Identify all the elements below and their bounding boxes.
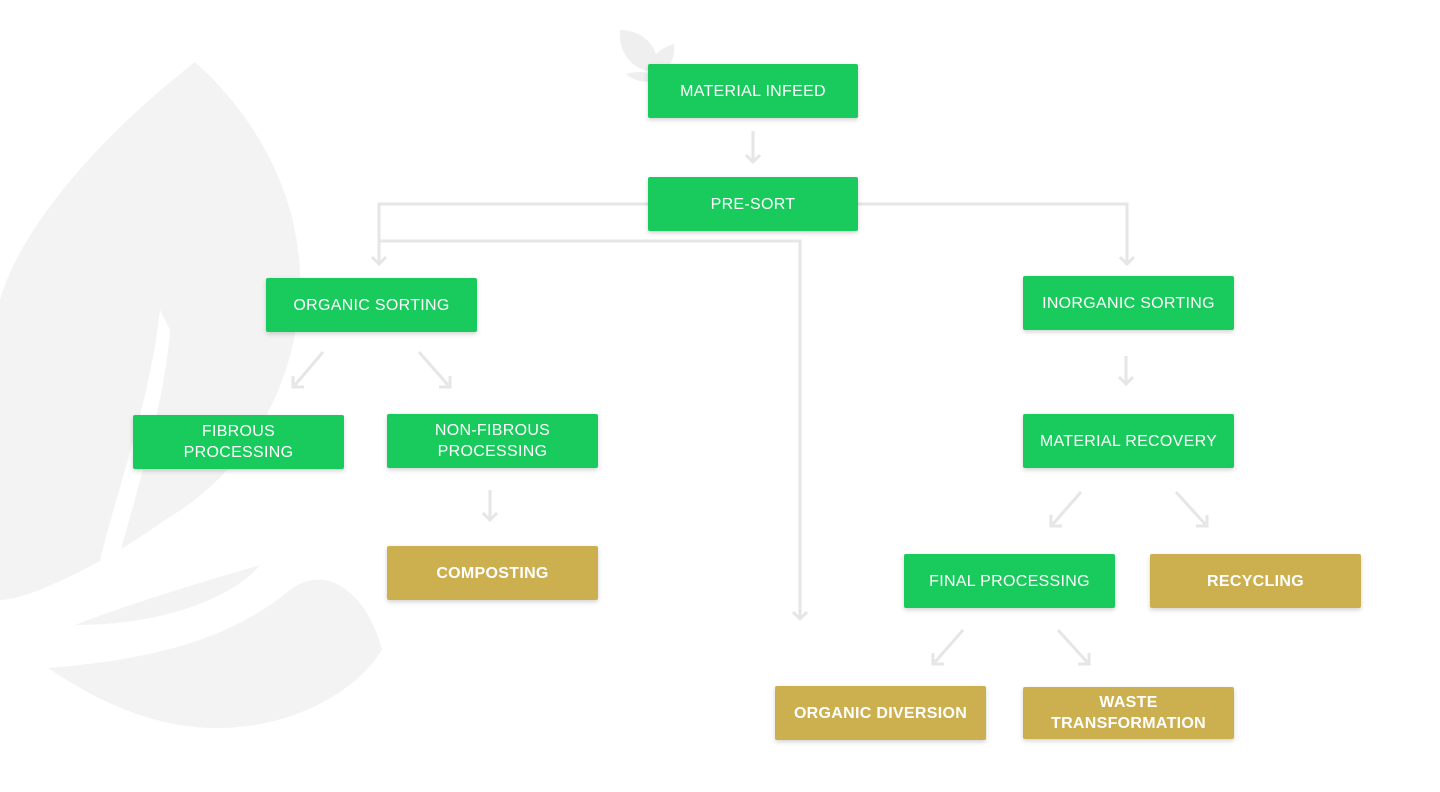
node-material-infeed: MATERIAL INFEED xyxy=(648,64,858,118)
node-label: PRE-SORT xyxy=(710,195,796,213)
node-label: FIBROUS PROCESSING xyxy=(183,423,294,461)
connector-recovery-final xyxy=(1051,491,1083,525)
node-fibrous-processing: FIBROUS PROCESSING xyxy=(133,415,344,469)
node-inorganic-sorting: INORGANIC SORTING xyxy=(1023,276,1234,330)
node-label: NON-FIBROUS PROCESSING xyxy=(434,422,551,460)
node-label: FINAL PROCESSING xyxy=(929,572,1090,590)
connector-presort-diversion xyxy=(379,239,802,617)
node-organic-sorting: ORGANIC SORTING xyxy=(266,278,477,332)
connector-final-diversion xyxy=(933,629,965,663)
node-label: ORGANIC DIVERSION xyxy=(793,704,968,722)
node-composting: COMPOSTING xyxy=(387,546,598,600)
node-label: WASTE TRANSFORMATION xyxy=(1051,694,1206,732)
node-label: MATERIAL INFEED xyxy=(680,82,826,100)
node-pre-sort: PRE-SORT xyxy=(648,177,858,231)
node-label: MATERIAL RECOVERY xyxy=(1039,432,1218,450)
node-label: INORGANIC SORTING xyxy=(1042,294,1215,312)
node-waste-transformation: WASTE TRANSFORMATION xyxy=(1023,687,1234,739)
node-material-recovery: MATERIAL RECOVERY xyxy=(1023,414,1234,468)
connector-recovery-recycling xyxy=(1174,490,1207,526)
node-final-processing: FINAL PROCESSING xyxy=(904,554,1115,608)
connector-presort-inorganic xyxy=(858,202,1129,262)
node-label: COMPOSTING xyxy=(436,564,549,582)
connector-presort-organic xyxy=(377,202,648,262)
node-label: RECYCLING xyxy=(1207,572,1304,590)
connector-organic-nonfibrous xyxy=(417,351,450,386)
node-recycling: RECYCLING xyxy=(1150,554,1361,608)
node-organic-diversion: ORGANIC DIVERSION xyxy=(775,686,986,740)
connector-final-waste xyxy=(1056,628,1089,664)
connector-organic-fibrous xyxy=(293,351,325,386)
node-label: ORGANIC SORTING xyxy=(293,296,450,314)
node-non-fibrous-processing: NON-FIBROUS PROCESSING xyxy=(387,414,598,468)
